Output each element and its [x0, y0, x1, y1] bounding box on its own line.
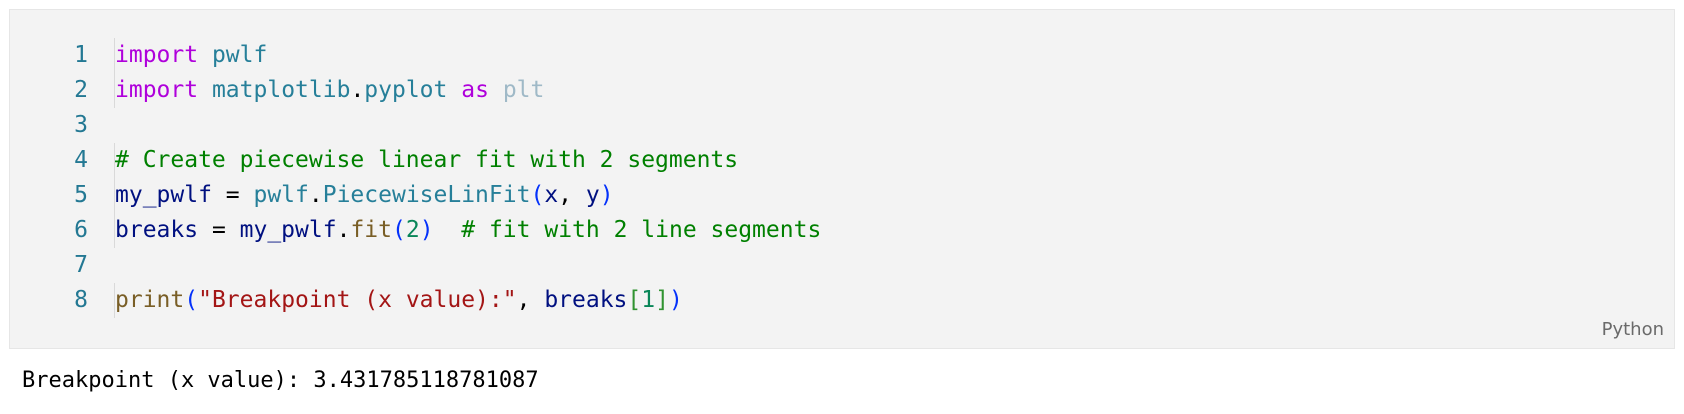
code-token: [198, 42, 212, 68]
code-token: =: [198, 217, 240, 243]
code-token: ): [668, 287, 683, 313]
line-number: 4: [74, 147, 88, 173]
code-token: fit: [350, 217, 392, 243]
code-token: breaks: [544, 287, 628, 313]
code-line[interactable]: 2 import matplotlib.pyplot as plt: [10, 73, 1674, 108]
code-line[interactable]: 8 print("Breakpoint (x value):", breaks[1…: [10, 283, 1674, 318]
code-token: import: [115, 77, 199, 103]
code-token: .: [336, 217, 351, 243]
code-token: (: [184, 287, 199, 313]
code-token: ]: [655, 287, 669, 313]
line-code[interactable]: # Create piecewise linear fit with 2 seg…: [114, 143, 1674, 178]
line-code[interactable]: print("Breakpoint (x value):", breaks[1]…: [114, 283, 1674, 318]
code-token: =: [211, 182, 254, 208]
code-token: [489, 77, 503, 103]
code-token: .: [350, 77, 365, 103]
code-token: ): [599, 182, 614, 208]
line-code[interactable]: import pwlf: [114, 38, 1674, 73]
code-token: "Breakpoint (x value):": [198, 287, 517, 313]
line-number: 8: [74, 287, 88, 313]
code-token: my_pwlf: [115, 182, 212, 208]
code-token: (: [391, 217, 406, 243]
code-token: breaks: [115, 217, 199, 243]
code-token: PiecewiseLinFit: [322, 182, 531, 208]
line-number: 5: [74, 182, 88, 208]
code-token: matplotlib: [211, 77, 351, 103]
code-line[interactable]: 7: [10, 248, 1674, 283]
code-token: y: [585, 182, 600, 208]
code-token: pwlf: [211, 42, 268, 68]
line-number: 7: [74, 252, 88, 278]
line-number: 6: [74, 217, 88, 243]
line-number: 3: [74, 112, 88, 138]
code-line[interactable]: 1 import pwlf: [10, 38, 1674, 73]
code-line[interactable]: 4 # Create piecewise linear fit with 2 se…: [10, 143, 1674, 178]
code-token: pyplot: [364, 77, 448, 103]
code-line[interactable]: 6 breaks = my_pwlf.fit(2) # fit with 2 li…: [10, 213, 1674, 248]
code-token: ): [419, 217, 434, 243]
code-token: [434, 217, 462, 243]
code-token: [447, 77, 461, 103]
code-token: [: [627, 287, 642, 313]
code-line[interactable]: 5 my_pwlf = pwlf.PiecewiseLinFit(x, y): [10, 178, 1674, 213]
line-code[interactable]: import matplotlib.pyplot as plt: [114, 73, 1674, 108]
code-token: pwlf: [253, 182, 309, 208]
line-number: 1: [74, 42, 88, 68]
line-code[interactable]: breaks = my_pwlf.fit(2) # fit with 2 lin…: [114, 213, 1674, 248]
line-number: 2: [74, 77, 88, 103]
code-token: plt: [502, 77, 545, 103]
code-token: ,: [558, 182, 586, 208]
cell-output: Breakpoint (x value): 3.431785118781087: [22, 368, 539, 393]
code-token: (: [530, 182, 545, 208]
language-label[interactable]: Python: [1601, 319, 1664, 340]
code-token: ,: [516, 287, 545, 313]
code-token: import: [115, 42, 199, 68]
code-token: x: [544, 182, 559, 208]
code-token: 1: [641, 287, 656, 313]
code-token: as: [461, 77, 489, 103]
code-token: # Create piecewise linear fit with 2 seg…: [115, 147, 739, 173]
code-token: .: [308, 182, 323, 208]
code-token: my_pwlf: [239, 217, 337, 243]
code-token: # fit with 2 line segments: [461, 217, 822, 243]
code-line[interactable]: 3: [10, 108, 1674, 143]
code-token: print: [115, 287, 185, 313]
code-token: 2: [405, 217, 420, 243]
line-code[interactable]: my_pwlf = pwlf.PiecewiseLinFit(x, y): [114, 178, 1674, 213]
code-token: [198, 77, 212, 103]
